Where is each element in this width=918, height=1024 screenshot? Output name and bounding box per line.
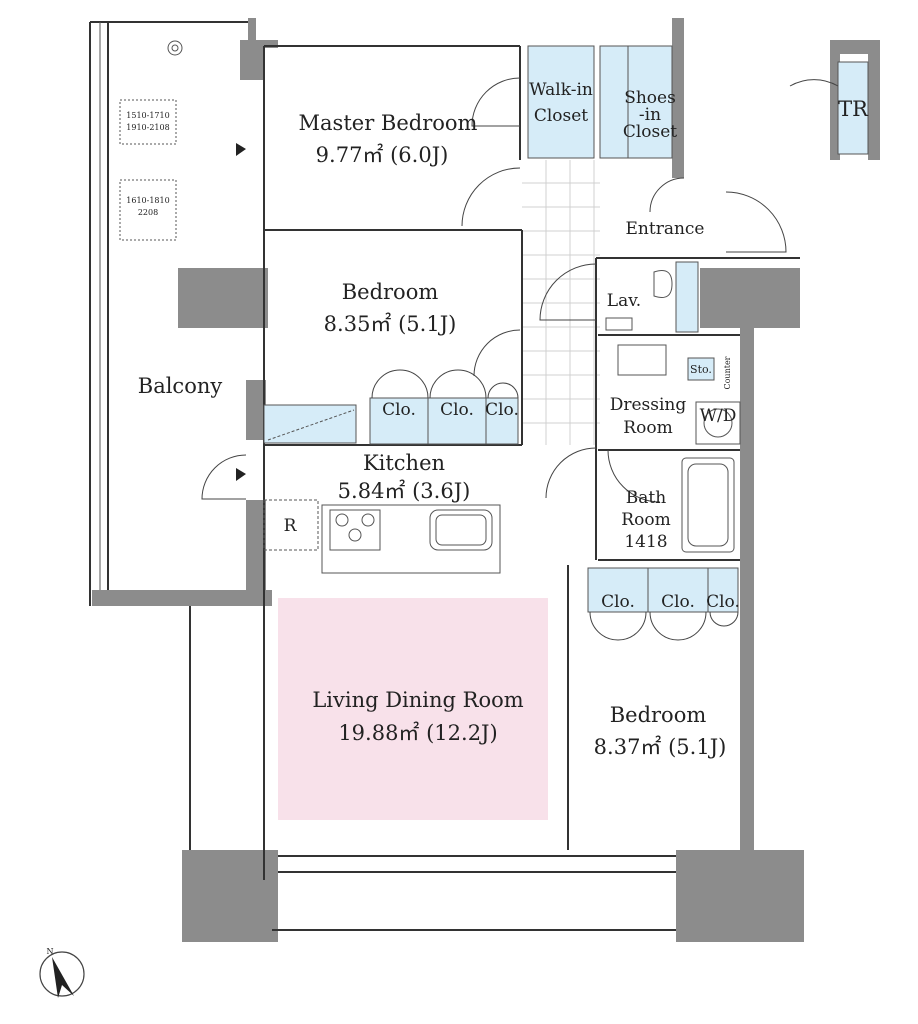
counter-label: Counter	[723, 356, 732, 389]
shoes-closet-line3: Closet	[623, 122, 677, 142]
balcony-items	[119, 40, 246, 481]
closet-label: Clo.	[440, 400, 474, 420]
closets	[263, 45, 869, 613]
entrance-name: Entrance	[626, 219, 705, 239]
walkin-closet-line2: Closet	[534, 106, 588, 126]
doors	[201, 77, 839, 641]
dressing-room-line2: Room	[623, 418, 672, 438]
closet-label: Clo.	[382, 400, 416, 420]
kitchen-fixtures	[263, 499, 501, 574]
washer-dryer-label: W/D	[700, 406, 737, 426]
walls	[92, 18, 880, 942]
balcony-note-2-line2: 2208	[138, 208, 158, 217]
closet-label: Clo.	[601, 592, 635, 612]
closet-label: Clo.	[706, 592, 740, 612]
shoes-closet-line2: -in	[639, 105, 661, 125]
closet-label: Clo.	[661, 592, 695, 612]
hall-tiles	[522, 160, 600, 445]
living-dining-floor	[278, 598, 548, 820]
wall-lines	[89, 21, 800, 931]
fridge-label: R	[284, 516, 298, 536]
kitchen-area: 5.84㎡ (3.6J)	[338, 479, 471, 503]
balcony-note-1-line1: 1510-1710	[126, 111, 169, 120]
compass-icon	[39, 951, 85, 998]
compass-label: N	[47, 947, 54, 956]
bedroom-1-area: 8.35㎡ (5.1J)	[324, 312, 457, 336]
bath-room-line1: Bath	[626, 488, 666, 508]
balcony-name: Balcony	[138, 374, 223, 398]
bath-room-line2: Room	[621, 510, 670, 530]
storage-label: Sto.	[690, 363, 712, 376]
master-bedroom-name: Master Bedroom	[299, 111, 478, 135]
balcony-note-1-line2: 1910-2108	[126, 123, 169, 132]
lav-name: Lav.	[607, 291, 641, 311]
trunk-room-label: TR	[838, 97, 869, 121]
dressing-room-line1: Dressing	[610, 395, 687, 415]
shoes-closet-line1: Shoes	[624, 88, 676, 108]
walkin-closet-line1: Walk-in	[529, 80, 593, 100]
bath-room-size: 1418	[624, 532, 667, 552]
bedroom-2-name: Bedroom	[610, 703, 707, 727]
bedroom-2-area: 8.37㎡ (5.1J)	[594, 735, 727, 759]
master-bedroom-area: 9.77㎡ (6.0J)	[316, 143, 449, 167]
living-name: Living Dining Room	[312, 688, 523, 712]
balcony-note-2-line1: 1610-1810	[126, 196, 169, 205]
bath-fixtures	[605, 270, 741, 553]
closet-label: Clo.	[485, 400, 519, 420]
kitchen-name: Kitchen	[363, 451, 445, 475]
living-area: 19.88㎡ (12.2J)	[338, 721, 497, 745]
bedroom-1-name: Bedroom	[342, 280, 439, 304]
